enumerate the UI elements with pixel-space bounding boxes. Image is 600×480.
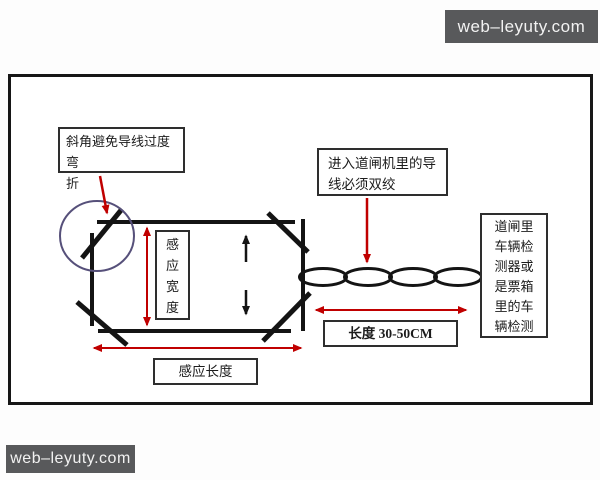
bevel-note-pointer-arrow (98, 175, 110, 215)
watermark-text: web–leyuty.com (10, 450, 131, 467)
watermark-bottom: web–leyuty.com (6, 445, 135, 473)
twist-note-line: 线必须双绞 (328, 177, 396, 192)
loop-width-char: 度 (165, 300, 179, 315)
chamfer-bottom-right (261, 291, 312, 343)
detector-note-line: 车辆检 (494, 239, 534, 254)
loop-length-box: 感应长度 (153, 358, 258, 385)
twisted-pair-ellipse (343, 267, 393, 287)
watermark-text: web–leyuty.com (457, 16, 586, 36)
twist-length-box: 长度 30-50CM (323, 320, 458, 347)
loop-width-char: 应 (165, 258, 179, 273)
watermark-top: web–leyuty.com (445, 10, 598, 43)
chamfer-top-left (80, 207, 124, 260)
detector-note-line: 辆检测 (494, 319, 534, 334)
detector-note-box: 道闸里 车辆检 测器或 是票箱 里的车 辆检测 (480, 213, 548, 338)
loop-length-label: 感应长度 (178, 364, 233, 379)
twisted-pair-ellipse (433, 267, 483, 287)
twist-note-box: 进入道闸机里的导 线必须双绞 (317, 148, 448, 196)
detector-note-line: 测器或 (494, 259, 534, 274)
loop-width-char: 感 (165, 237, 179, 252)
detector-note-line: 是票箱 (494, 279, 534, 294)
bevel-note-box: 斜角避免导线过度弯 折 (58, 127, 185, 191)
corner-highlight-circle (59, 200, 135, 272)
loop-width-char: 宽 (165, 279, 179, 294)
twisted-pair-ellipse (298, 267, 348, 287)
chamfer-top-right (266, 211, 310, 254)
bevel-note-line: 斜角避免导线过度弯 (66, 134, 171, 170)
twist-note-line: 进入道闸机里的导 (328, 156, 436, 171)
twisted-pair-ellipse (388, 267, 438, 287)
twist-length-label: 长度 30-50CM (348, 326, 433, 341)
chamfer-bottom-left (75, 300, 129, 347)
detector-note-line: 道闸里 (494, 219, 534, 234)
bevel-note-line: 折 (66, 176, 80, 191)
loop-width-box: 感 应 宽 度 (155, 230, 190, 320)
detector-note-line: 里的车 (494, 299, 534, 314)
